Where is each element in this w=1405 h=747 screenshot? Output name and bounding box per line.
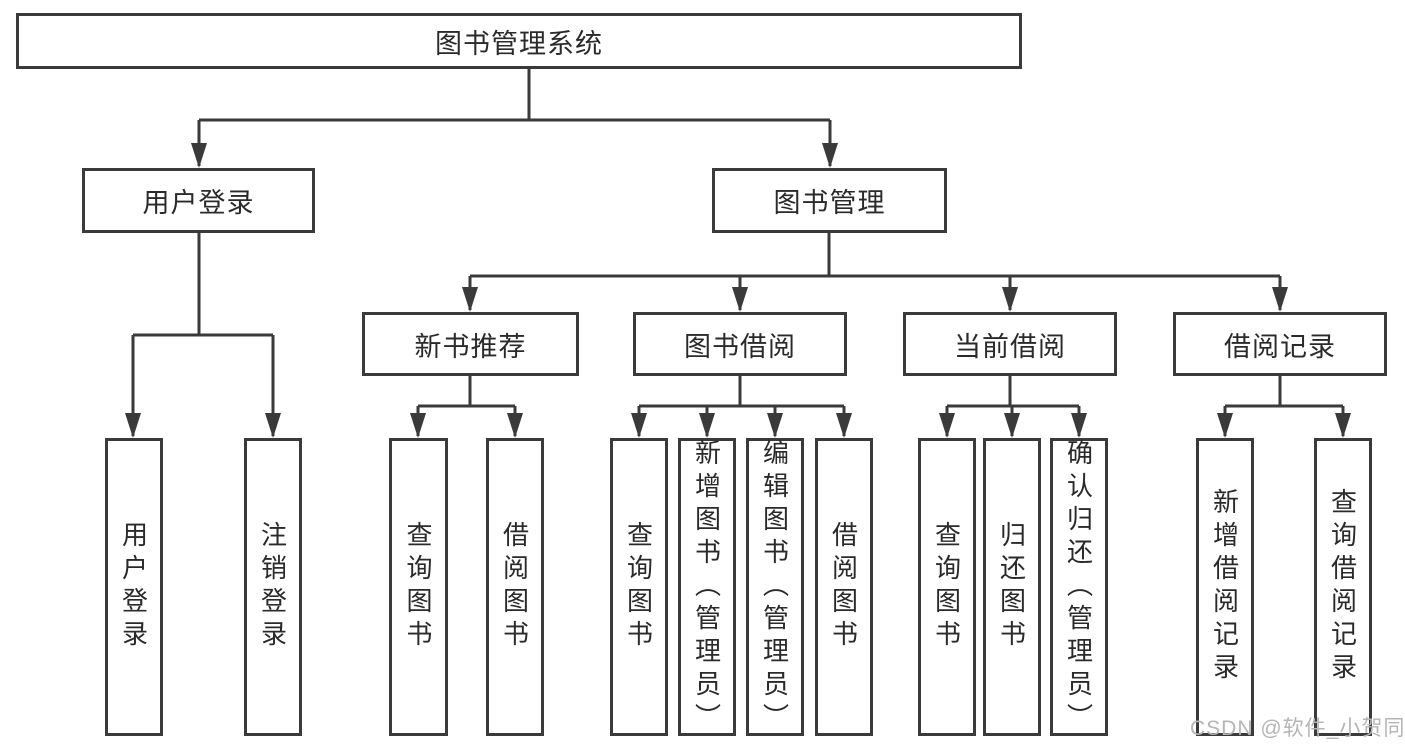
- node-label: 查询图书: [931, 521, 962, 653]
- leaf-query-books: 查询图书: [389, 438, 448, 736]
- node-label: 确认归还（管理员）: [1063, 438, 1094, 736]
- node-label: 当前借阅: [954, 331, 1066, 362]
- node-book-management: 图书管理: [712, 168, 947, 233]
- node-label: 查询图书: [623, 521, 654, 653]
- node-book-borrowing: 图书借阅: [633, 312, 847, 376]
- leaf-query-books: 查询图书: [610, 438, 668, 736]
- node-label: 新书推荐: [414, 331, 527, 362]
- node-borrow-records: 借阅记录: [1173, 312, 1387, 376]
- node-current-borrowing: 当前借阅: [903, 312, 1117, 376]
- node-label: 归还图书: [996, 521, 1027, 653]
- node-label: 查询图书: [403, 521, 433, 653]
- node-label: 新增图书（管理员）: [691, 438, 722, 736]
- leaf-add-borrow-record: 新增借阅记录: [1196, 438, 1254, 736]
- node-label: 借阅图书: [499, 521, 530, 653]
- leaf-add-books-admin: 新增图书（管理员）: [678, 438, 736, 736]
- node-library-management-system: 图书管理系统: [16, 13, 1022, 69]
- node-label: 查询借阅记录: [1327, 488, 1358, 686]
- leaf-edit-books-admin: 编辑图书（管理员）: [746, 438, 804, 736]
- leaf-borrow-books: 借阅图书: [486, 438, 544, 736]
- node-label: 图书管理系统: [435, 28, 603, 59]
- node-label: 用户登录: [142, 188, 255, 218]
- node-label: 借阅记录: [1224, 331, 1336, 362]
- leaf-user-login: 用户登录: [105, 438, 163, 736]
- node-label: 注销登录: [257, 521, 288, 653]
- node-new-book-recommend: 新书推荐: [362, 312, 579, 376]
- node-label: 借阅图书: [828, 521, 859, 653]
- leaf-borrow-books: 借阅图书: [815, 438, 873, 736]
- csdn-watermark: CSDN @软件_小贺同学: [1190, 717, 1405, 740]
- leaf-return-books: 归还图书: [983, 438, 1041, 736]
- node-label: 图书管理: [773, 188, 886, 218]
- leaf-confirm-return-admin: 确认归还（管理员）: [1050, 438, 1108, 736]
- node-label: 编辑图书（管理员）: [759, 438, 790, 736]
- leaf-query-borrow-record: 查询借阅记录: [1314, 438, 1372, 736]
- leaf-query-books: 查询图书: [918, 438, 976, 736]
- leaf-logout: 注销登录: [244, 438, 302, 736]
- node-label: 图书借阅: [684, 331, 796, 362]
- node-label: 新增借阅记录: [1209, 488, 1240, 686]
- node-label: 用户登录: [118, 521, 149, 653]
- node-user-login: 用户登录: [82, 168, 315, 233]
